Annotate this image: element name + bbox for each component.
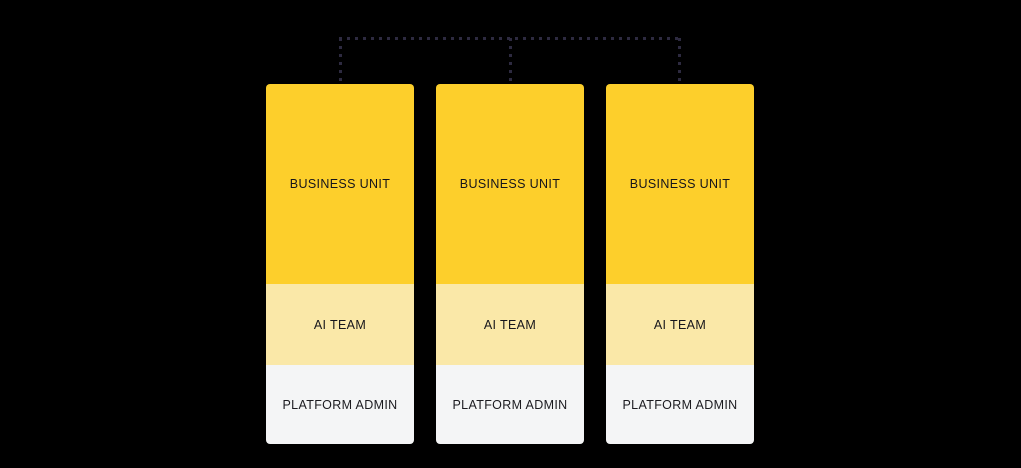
- segment-label-platform-admin: PLATFORM ADMIN: [622, 397, 738, 412]
- segment-label-platform-admin: PLATFORM ADMIN: [452, 397, 568, 412]
- segment-business-unit[interactable]: BUSINESS UNIT: [266, 84, 414, 284]
- column-card-2[interactable]: BUSINESS UNIT AI TEAM PLATFORM ADMIN: [436, 84, 584, 444]
- segment-label-ai-team: AI TEAM: [483, 317, 537, 332]
- segment-business-unit[interactable]: BUSINESS UNIT: [606, 84, 754, 284]
- segment-label-business-unit: BUSINESS UNIT: [629, 177, 731, 191]
- segment-business-unit[interactable]: BUSINESS UNIT: [436, 84, 584, 284]
- segment-platform-admin[interactable]: PLATFORM ADMIN: [266, 365, 414, 444]
- segment-platform-admin[interactable]: PLATFORM ADMIN: [436, 365, 584, 444]
- segment-ai-team[interactable]: AI TEAM: [266, 284, 414, 365]
- segment-ai-team[interactable]: AI TEAM: [606, 284, 754, 365]
- column-card-1[interactable]: BUSINESS UNIT AI TEAM PLATFORM ADMIN: [266, 84, 414, 444]
- segment-label-ai-team: AI TEAM: [313, 317, 367, 332]
- column-card-3[interactable]: BUSINESS UNIT AI TEAM PLATFORM ADMIN: [606, 84, 754, 444]
- segment-label-platform-admin: PLATFORM ADMIN: [282, 397, 398, 412]
- segment-platform-admin[interactable]: PLATFORM ADMIN: [606, 365, 754, 444]
- segment-label-business-unit: BUSINESS UNIT: [459, 177, 561, 191]
- segment-label-ai-team: AI TEAM: [653, 317, 707, 332]
- segment-label-business-unit: BUSINESS UNIT: [289, 177, 391, 191]
- segment-ai-team[interactable]: AI TEAM: [436, 284, 584, 365]
